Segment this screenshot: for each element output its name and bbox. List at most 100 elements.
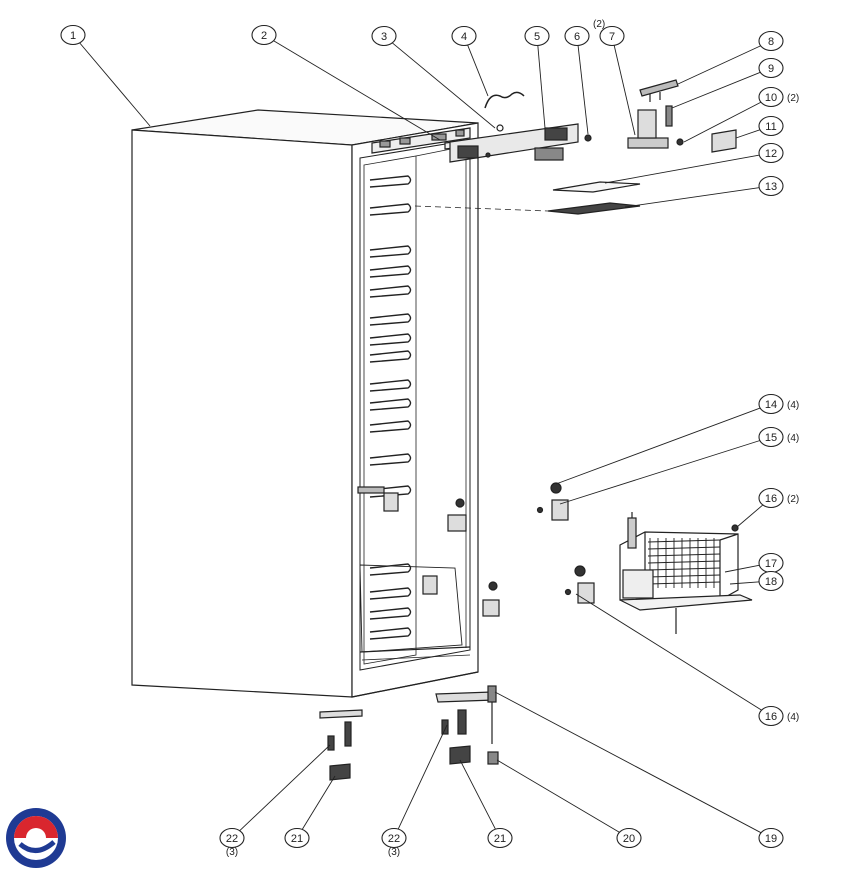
callout-16b: 16(4) bbox=[758, 705, 799, 727]
callout-15: 15 (4) bbox=[758, 426, 799, 448]
leader-line-22a bbox=[238, 744, 331, 832]
callout-circle bbox=[60, 24, 86, 46]
callout-circle bbox=[758, 86, 784, 108]
callout-12: 12 bbox=[758, 142, 784, 164]
shelf-rail bbox=[369, 587, 412, 600]
callout-circle bbox=[487, 827, 513, 849]
leader-line-13 bbox=[624, 186, 762, 208]
leader-line-16b bbox=[575, 593, 764, 712]
condenser-coils bbox=[647, 538, 721, 588]
callout-circle bbox=[599, 25, 625, 47]
coil-fin bbox=[647, 581, 721, 585]
wire-harness bbox=[484, 91, 525, 109]
callout-9: 9 bbox=[758, 57, 784, 79]
coil-fin bbox=[647, 539, 721, 543]
shelf-rail bbox=[369, 245, 412, 258]
callout-number: 22 bbox=[226, 833, 238, 845]
leader-line-16a bbox=[736, 503, 765, 528]
callout-6: 6(2) bbox=[564, 19, 605, 47]
callout-circle bbox=[758, 426, 784, 448]
shelf-rail bbox=[369, 175, 412, 188]
callout-number: 4 bbox=[461, 31, 467, 43]
callout-circle bbox=[758, 705, 784, 727]
callout-circle bbox=[524, 25, 550, 47]
leader-line-17 bbox=[724, 564, 762, 573]
callout-21a: 21 bbox=[284, 827, 310, 849]
leader-line-3 bbox=[391, 41, 496, 129]
shelf-rail bbox=[369, 350, 412, 363]
leader-line-12 bbox=[604, 154, 762, 184]
callout-16a: 16 (2) bbox=[758, 487, 799, 509]
top-control-panel bbox=[371, 127, 471, 154]
coil-fin bbox=[647, 546, 721, 550]
callout-4: 4 bbox=[451, 25, 477, 47]
callout-number: 9 bbox=[768, 63, 774, 75]
callout-number: 21 bbox=[291, 833, 303, 845]
callout-quantity: (4) bbox=[787, 400, 799, 411]
exploded-hinge-parts bbox=[536, 482, 595, 604]
callout-2: 2 bbox=[251, 24, 277, 46]
callout-quantity: (3) bbox=[226, 847, 238, 858]
callout-circle bbox=[758, 142, 784, 164]
callout-quantity: (4) bbox=[787, 433, 799, 444]
leader-line-2 bbox=[271, 39, 441, 141]
leader-line-8 bbox=[677, 44, 763, 85]
callout-13: 13 bbox=[758, 175, 784, 197]
leader-line-19 bbox=[494, 691, 763, 834]
callout-number: 22 bbox=[388, 833, 400, 845]
leader-line-21a bbox=[301, 775, 336, 831]
callout-5: 5 bbox=[524, 25, 550, 47]
callout-circle bbox=[371, 25, 397, 47]
callout-number: 7 bbox=[609, 31, 615, 43]
callout-number: 21 bbox=[494, 833, 506, 845]
callout-number: 17 bbox=[765, 558, 777, 570]
leader-line-6 bbox=[577, 45, 589, 135]
thermostat-assembly bbox=[627, 109, 684, 149]
callout-10: 10(2) bbox=[758, 86, 799, 108]
leader-line-15 bbox=[559, 439, 763, 505]
callout-circle bbox=[219, 827, 245, 849]
callout-number: 5 bbox=[534, 31, 540, 43]
callout-20: 20 bbox=[616, 827, 642, 849]
shelf-rail bbox=[369, 607, 412, 620]
callout-circle bbox=[758, 115, 784, 137]
leader-line-4 bbox=[467, 44, 489, 97]
shelf-rail bbox=[369, 453, 412, 466]
callout-quantity: (2) bbox=[787, 494, 799, 505]
callout-number: 15 bbox=[765, 432, 777, 444]
callout-circle bbox=[251, 24, 277, 46]
callout-number: 14 bbox=[765, 399, 777, 411]
leader-line-20 bbox=[496, 759, 622, 834]
leader-line-21b bbox=[459, 759, 497, 830]
shelf-rail bbox=[369, 485, 412, 498]
coil-fin bbox=[647, 553, 721, 557]
callout-8: 8 bbox=[758, 30, 784, 52]
callout-quantity: (2) bbox=[787, 93, 799, 104]
callout-number: 1 bbox=[70, 30, 76, 42]
callout-3: 3 bbox=[371, 25, 397, 47]
callout-number: 19 bbox=[765, 833, 777, 845]
exploded-top-parts bbox=[414, 79, 737, 215]
coil-fin bbox=[647, 567, 721, 571]
callout-circle bbox=[758, 827, 784, 849]
callout-circle bbox=[758, 393, 784, 415]
callout-circle bbox=[758, 30, 784, 52]
callout-number: 8 bbox=[768, 36, 774, 48]
callout-circle bbox=[758, 570, 784, 592]
callout-quantity: (4) bbox=[787, 712, 799, 723]
callout-number: 6 bbox=[574, 31, 580, 43]
callout-quantity: (3) bbox=[388, 847, 400, 858]
shelf-rail bbox=[369, 313, 412, 326]
callout-number: 16 bbox=[765, 493, 777, 505]
coil-fin bbox=[647, 574, 721, 578]
leader-line-11 bbox=[735, 128, 763, 139]
callout-number: 11 bbox=[765, 121, 776, 133]
callout-circle bbox=[616, 827, 642, 849]
callout-1: 1 bbox=[60, 24, 86, 46]
callout-11: 11 bbox=[758, 115, 784, 137]
callout-circle bbox=[758, 487, 784, 509]
freezer-cabinet bbox=[131, 109, 479, 698]
callout-19: 19 bbox=[758, 827, 784, 849]
